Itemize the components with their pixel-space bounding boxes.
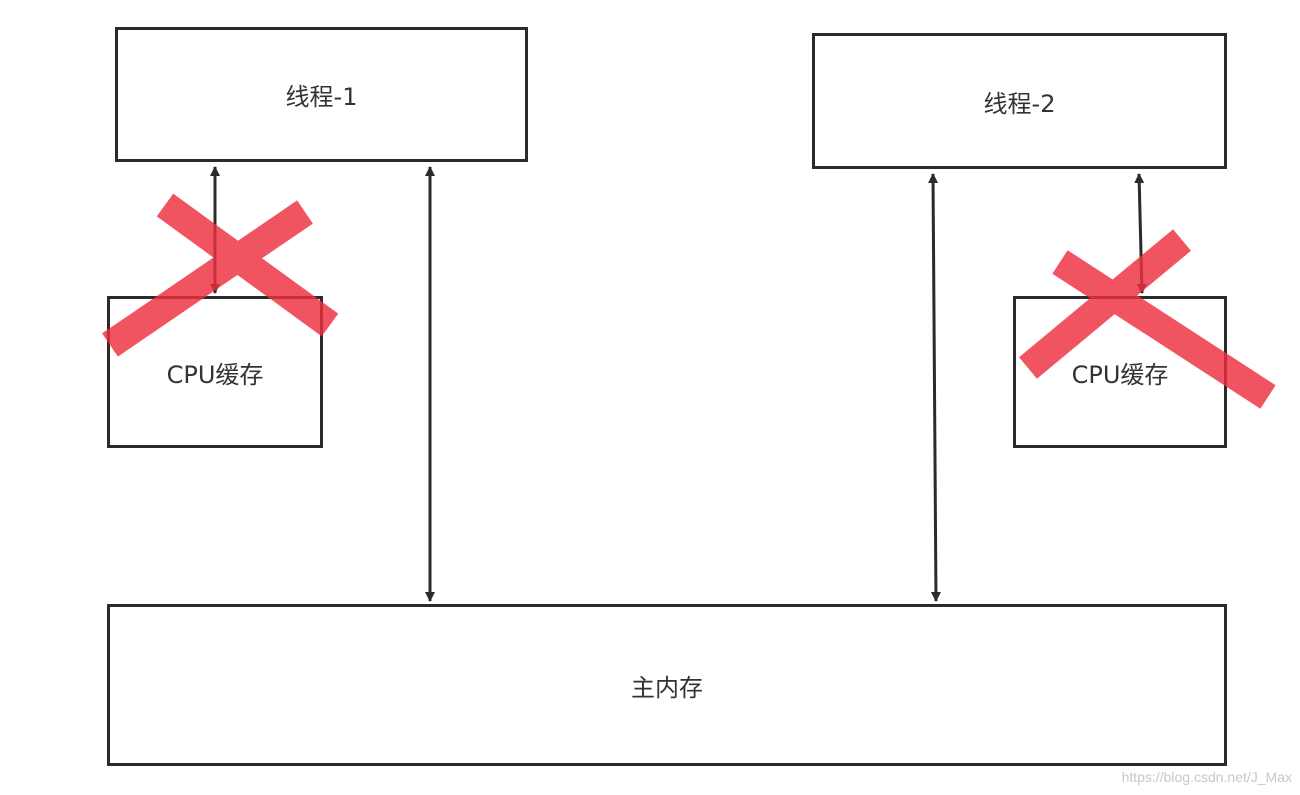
main-memory-label: 主内存 — [631, 673, 703, 702]
watermark-text: https://blog.csdn.net/J_Max — [1121, 769, 1292, 785]
cpu-cache-1-box: CPU缓存 — [107, 296, 323, 448]
arrow-thread2-main-memory — [928, 173, 941, 602]
thread-2-label: 线程-2 — [983, 89, 1056, 118]
cpu-cache-1-label: CPU缓存 — [166, 360, 264, 389]
cpu-cache-2-label: CPU缓存 — [1071, 360, 1169, 389]
thread-2-box: 线程-2 — [812, 33, 1227, 169]
thread-1-label: 线程-1 — [285, 83, 358, 111]
thread-1-box: 线程-1 — [115, 27, 528, 162]
arrow-thread2-cache2 — [1134, 173, 1147, 294]
main-memory-box: 主内存 — [107, 604, 1227, 766]
cpu-cache-2-box: CPU缓存 — [1013, 296, 1227, 448]
